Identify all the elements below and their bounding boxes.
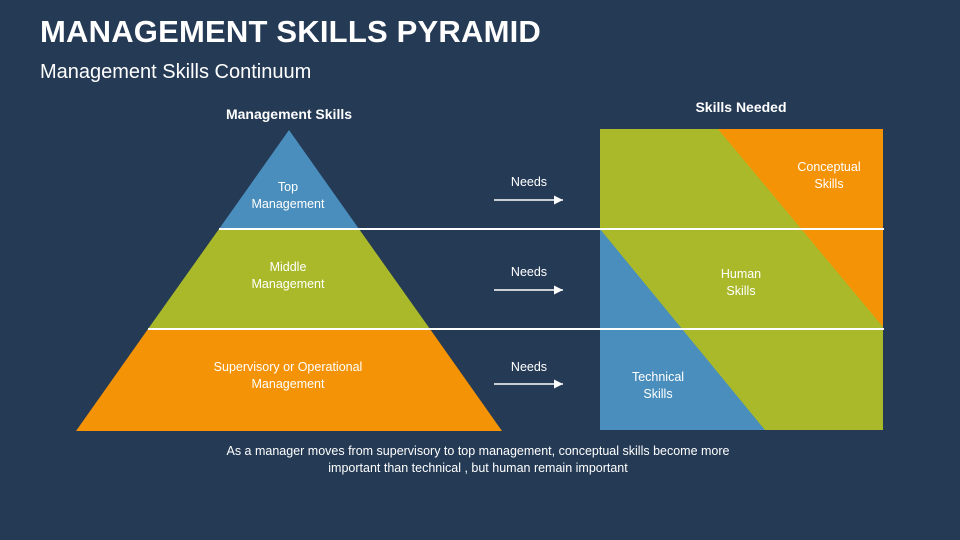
needs-label-bottom: Needs: [511, 360, 547, 374]
pyramid-label-top-line2: Management: [252, 197, 325, 211]
pyramid-label-middle-line2: Management: [252, 277, 325, 291]
caption-line1: As a manager moves from supervisory to t…: [226, 444, 730, 458]
pyramid-label-top-line1: Top: [278, 180, 298, 194]
pyramid-label-middle-line1: Middle: [270, 260, 307, 274]
pyramid-heading: Management Skills: [226, 106, 352, 122]
conceptual-label-line1: Conceptual: [797, 160, 860, 174]
technical-label-line2: Skills: [643, 387, 672, 401]
skills-heading: Skills Needed: [695, 99, 786, 115]
pyramid-level-top: [219, 130, 359, 229]
needs-label-top: Needs: [511, 175, 547, 189]
page-title: MANAGEMENT SKILLS PYRAMID: [40, 14, 541, 49]
technical-label-line1: Technical: [632, 370, 684, 384]
pyramid-label-supervisory-line2: Management: [252, 377, 325, 391]
caption: As a manager moves from supervisory to t…: [180, 443, 776, 477]
pyramid-level-middle: [148, 229, 430, 329]
needs-label-middle: Needs: [511, 265, 547, 279]
conceptual-label-line2: Skills: [814, 177, 843, 191]
human-label-line1: Human: [721, 267, 761, 281]
human-label-line2: Skills: [726, 284, 755, 298]
page-subtitle: Management Skills Continuum: [40, 61, 312, 83]
caption-line2: important than technical , but human rem…: [328, 461, 628, 475]
pyramid-label-supervisory-line1: Supervisory or Operational: [214, 360, 363, 374]
pyramid-level-supervisory: [76, 329, 502, 431]
